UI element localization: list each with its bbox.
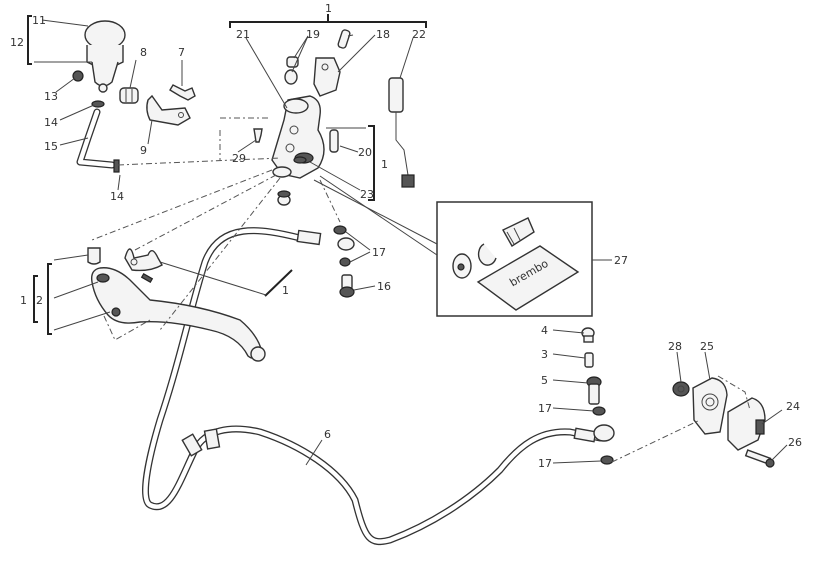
kit-pointer-lines [313, 175, 438, 256]
callout-1-right: 1 [381, 158, 388, 171]
hose-sleeve [181, 428, 221, 457]
banjo-bolt-5[interactable] [586, 376, 602, 405]
lever-pivot-bracket[interactable] [124, 248, 163, 272]
callout-4: 4 [541, 324, 548, 337]
callout-21: 21 [236, 28, 250, 41]
callout-1-lever-left: 1 [20, 294, 27, 307]
washer-17-lower[interactable] [339, 257, 351, 267]
callout-17-right-upper: 17 [538, 402, 552, 415]
callout-1-top: 1 [325, 2, 332, 15]
screw-7[interactable] [169, 84, 196, 101]
switch-block-18[interactable] [313, 29, 351, 97]
callout-12: 12 [10, 36, 24, 49]
lever-bushing[interactable] [87, 247, 101, 265]
sensor-22[interactable] [388, 77, 415, 188]
washer-17-right-upper[interactable] [592, 406, 606, 416]
callout-6: 6 [324, 428, 331, 441]
bushing-lower[interactable] [277, 190, 291, 206]
callout-20: 20 [358, 146, 372, 159]
bracket-lever-2 [33, 263, 52, 335]
banjo-eye [337, 237, 355, 251]
callout-25: 25 [700, 340, 714, 353]
callout-26: 26 [788, 436, 802, 449]
callout-8: 8 [140, 46, 147, 59]
callout-23: 23 [360, 188, 374, 201]
bleed-cap-4[interactable] [581, 327, 595, 343]
callout-14-upper: 14 [44, 116, 58, 129]
bracket-12 [27, 15, 32, 65]
bracket-right-1 [368, 125, 375, 201]
callout-22: 22 [412, 28, 426, 41]
bleed-valve-3[interactable] [584, 352, 594, 368]
cap-19[interactable] [284, 56, 299, 85]
gasket-23 [293, 156, 307, 164]
callout-29: 29 [232, 152, 246, 165]
callout-18: 18 [376, 28, 390, 41]
callout-2: 2 [36, 294, 43, 307]
callout-3: 3 [541, 348, 548, 361]
seal-28[interactable] [672, 381, 690, 397]
washer-17-upper[interactable] [333, 225, 347, 235]
reservoir-cap-11[interactable] [84, 20, 126, 93]
callout-labels: 1 11 12 13 14 15 14 8 7 9 21 19 18 22 29… [10, 2, 802, 470]
assembly-lines [91, 117, 751, 463]
callout-7: 7 [178, 46, 185, 59]
clamp-14-lower[interactable] [113, 159, 120, 173]
callout-15: 15 [44, 140, 58, 153]
callout-14-lower: 14 [110, 190, 124, 203]
repair-kit-box-27[interactable]: brembo [436, 201, 593, 317]
callout-1-lever: 1 [282, 284, 289, 297]
lever-screw [140, 272, 154, 284]
banjo-eye-right [593, 424, 615, 442]
bracket-9[interactable] [146, 94, 191, 126]
callout-5: 5 [541, 374, 548, 387]
cover-24[interactable] [727, 397, 766, 451]
pin-20[interactable] [329, 129, 339, 153]
callout-28: 28 [668, 340, 682, 353]
clutch-lever-2[interactable] [90, 267, 266, 362]
callout-16: 16 [377, 280, 391, 293]
callout-19: 19 [306, 28, 320, 41]
callout-27: 27 [614, 254, 628, 267]
bolt-26[interactable] [744, 449, 775, 468]
callout-13: 13 [44, 90, 58, 103]
callout-11: 11 [32, 14, 46, 27]
banjo-bolt-16[interactable] [339, 274, 355, 298]
bracket-top-1 [229, 14, 427, 28]
reservoir-hose-15[interactable] [76, 108, 116, 169]
washer-17-right-lower[interactable] [600, 455, 614, 465]
nut-13[interactable] [72, 70, 84, 82]
bushing-8[interactable] [119, 87, 139, 104]
callout-9: 9 [140, 144, 147, 157]
clamp-14-upper[interactable] [91, 100, 105, 108]
bracket-lever-1 [264, 269, 293, 297]
callout-17-upper: 17 [372, 246, 386, 259]
hose-fitting-upper [296, 229, 322, 246]
slave-cylinder-25[interactable] [692, 377, 728, 435]
hose-fitting-lower [573, 427, 597, 443]
leader-lines [34, 19, 788, 466]
callout-17-right-lower: 17 [538, 457, 552, 470]
callout-24: 24 [786, 400, 800, 413]
screw-29[interactable] [253, 128, 263, 143]
